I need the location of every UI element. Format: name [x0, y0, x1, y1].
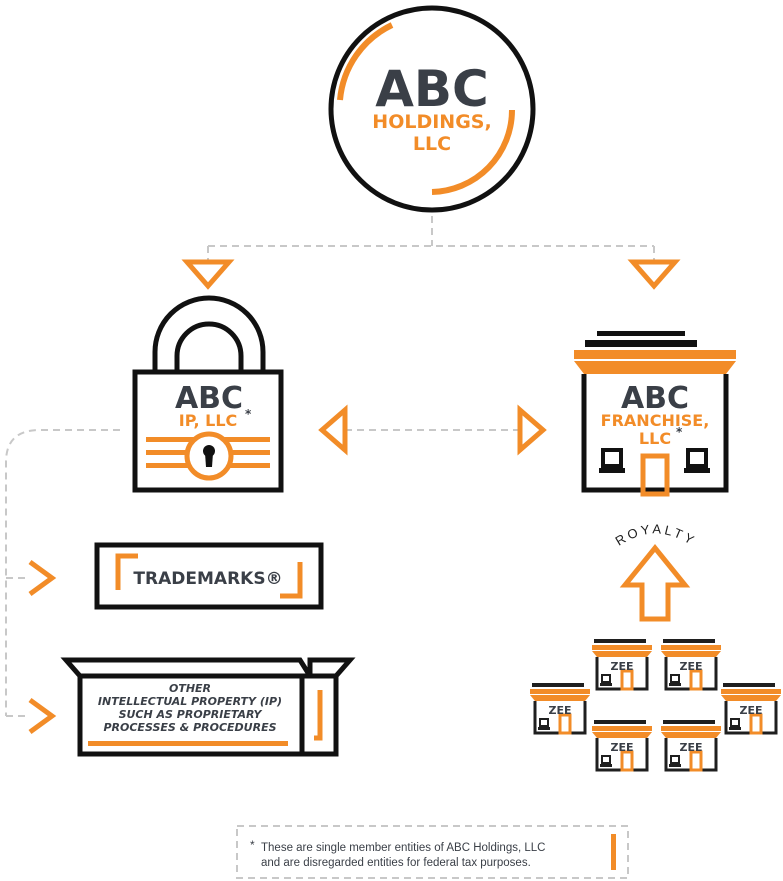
- ip-subtitle: IP, LLC: [179, 411, 238, 430]
- holdings-arc-bottom: [431, 109, 515, 195]
- franchise-awning: [574, 350, 736, 359]
- ip-entity: ABC IP, LLC *: [132, 295, 284, 493]
- other-ip-line3: SUCH AS PROPRIETARY: [119, 708, 263, 721]
- trademarks-label: TRADEMARKS®: [133, 569, 282, 589]
- footnote-asterisk: *: [250, 838, 255, 852]
- other-ip-line2: INTELLECTUAL PROPERTY (IP): [98, 695, 282, 708]
- zee-shops: ZEE ZEE ZEE ZEE ZEE ZEE: [528, 637, 783, 772]
- franchise-line1: FRANCHISE,: [601, 411, 710, 430]
- double-arrow-icon: [318, 404, 547, 456]
- zee-label: ZEE: [610, 741, 633, 754]
- carton-orange-bar: [88, 741, 288, 746]
- other-ip-arrow-icon: [28, 697, 57, 735]
- franchise-window-right: [686, 448, 708, 468]
- franchise-line2: LLC: [639, 429, 671, 448]
- footnote-line1: These are single member entities of ABC …: [261, 842, 545, 854]
- zee-label: ZEE: [610, 660, 633, 673]
- connector-lines: [4, 216, 655, 717]
- royalty-section: ROYALTY: [613, 521, 700, 622]
- footnote-line2: and are disregarded entities for federal…: [261, 857, 531, 869]
- franchise-walls: [581, 374, 729, 493]
- footnote-orange-bar: [611, 834, 616, 870]
- ip-asterisk: *: [245, 407, 252, 421]
- trademarks-entity: TRADEMARKS®: [28, 542, 324, 610]
- holdings-line2: LLC: [413, 133, 451, 155]
- padlock-shackle-icon: [152, 295, 266, 372]
- trademarks-arrow-icon: [28, 559, 57, 597]
- zee-shop: ZEE: [590, 637, 654, 691]
- franchise-asterisk: *: [676, 425, 683, 439]
- zee-shop: ZEE: [590, 718, 654, 772]
- keyhole-icon: [203, 445, 215, 467]
- zee-shop: ZEE: [659, 718, 723, 772]
- footnote-box: [236, 825, 629, 879]
- holdings-arc-top: [337, 22, 394, 101]
- other-ip-line1: OTHER: [169, 682, 211, 695]
- other-ip-entity: OTHER INTELLECTUAL PROPERTY (IP) SUCH AS…: [28, 657, 356, 757]
- down-arrow-left: [181, 259, 235, 290]
- up-arrow-icon: [619, 544, 691, 622]
- franchise-entity: ABC FRANCHISE, LLC *: [574, 331, 736, 497]
- holdings-to-children-connector: [207, 216, 655, 262]
- zee-label: ZEE: [548, 704, 571, 717]
- holdings-name: ABC: [375, 60, 489, 118]
- royalty-label: ROYALTY: [613, 521, 700, 549]
- ip-name: ABC: [175, 381, 243, 416]
- down-arrow-right: [627, 259, 681, 290]
- zee-label: ZEE: [679, 660, 702, 673]
- zee-label: ZEE: [679, 741, 702, 754]
- franchise-window-left: [601, 448, 623, 468]
- holdings-circle: [328, 5, 536, 213]
- franchise-name: ABC: [621, 381, 689, 416]
- zee-shop: ZEE: [719, 681, 783, 735]
- zee-label: ZEE: [739, 704, 762, 717]
- ip-to-trademarks-connector: [4, 429, 120, 717]
- zee-shop: ZEE: [528, 681, 592, 735]
- holdings-line1: HOLDINGS,: [372, 111, 491, 133]
- zee-shop: ZEE: [659, 637, 723, 691]
- footnote: * These are single member entities of AB…: [236, 825, 629, 879]
- holdings-entity: ABC HOLDINGS, LLC: [328, 5, 536, 213]
- franchise-door: [640, 453, 670, 497]
- other-ip-line4: PROCESSES & PROCEDURES: [103, 721, 276, 734]
